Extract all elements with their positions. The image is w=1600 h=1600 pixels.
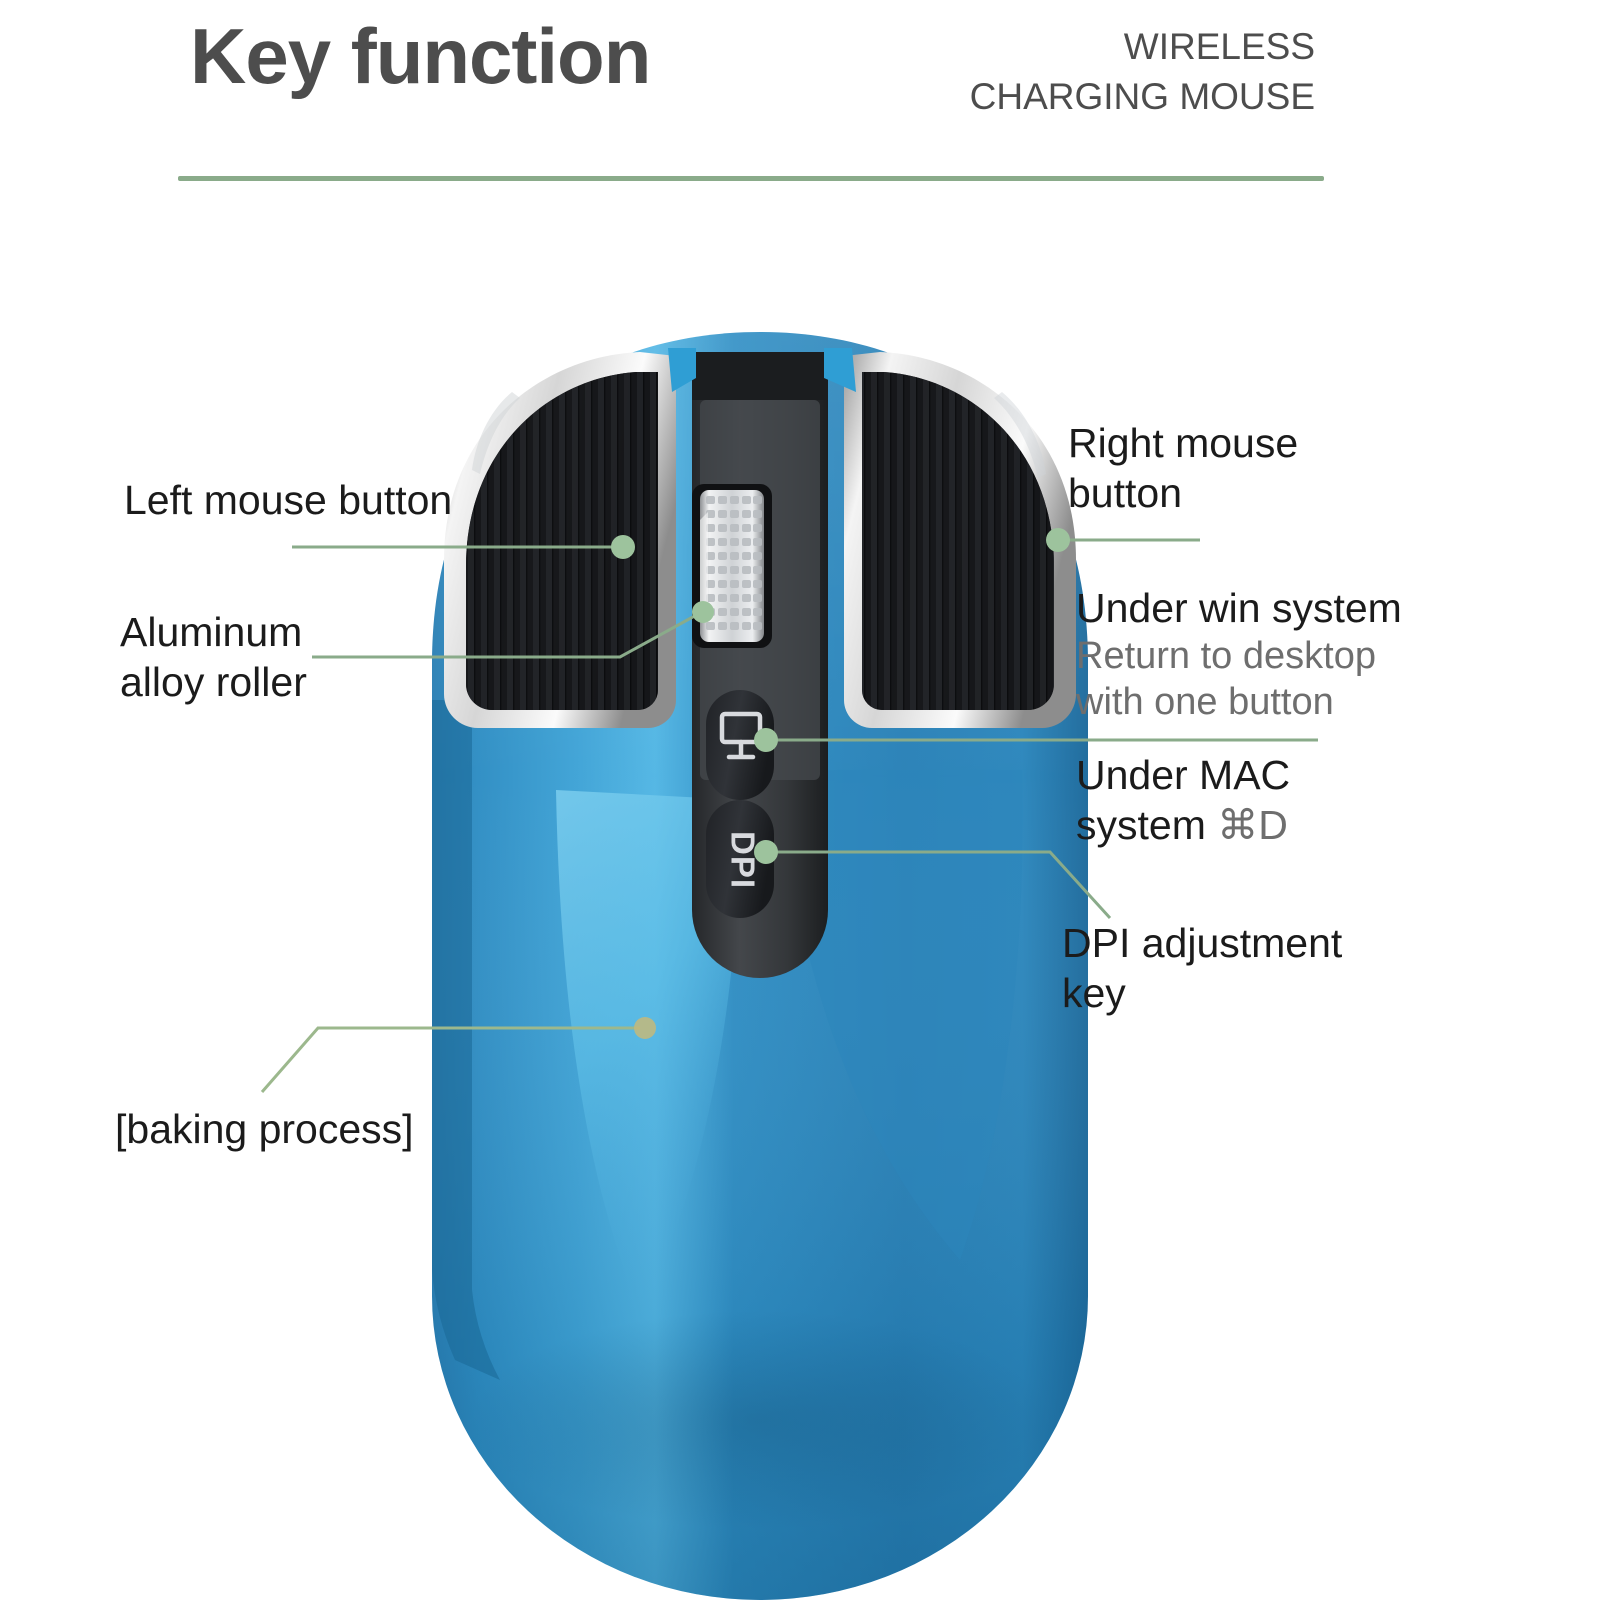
body-edge-left <box>432 700 500 1380</box>
callout-under-mac-system: Under MAC system ⌘D <box>1076 750 1290 850</box>
left-button-ribs <box>466 372 658 710</box>
center-strip-top <box>692 352 828 400</box>
callout-under-win-system-detail: Return to desktop with one button <box>1076 635 1376 724</box>
dpi-adjustment-button[interactable]: DPI <box>706 800 774 918</box>
gap-blue-left <box>668 348 696 392</box>
leader-lines <box>260 538 1318 1093</box>
callout-left-mouse-button: Left mouse button <box>124 477 453 523</box>
callout-aluminum-alloy-roller: Aluminum alloy roller <box>120 609 307 706</box>
command-key-shortcut: ⌘D <box>1217 802 1288 849</box>
body-bottom-glow <box>470 1310 1050 1530</box>
roller-texture <box>706 496 762 630</box>
dot-left-mouse-button <box>611 535 635 559</box>
leader-aluminum-roller <box>312 611 701 659</box>
dot-right-mouse-button <box>1046 528 1070 552</box>
desktop-return-button[interactable] <box>706 690 774 800</box>
right-mouse-button[interactable] <box>844 352 1076 728</box>
callout-under-win-system: Under win system <box>1076 585 1402 631</box>
dot-desktop-button <box>754 728 778 752</box>
dot-baking-process <box>634 1017 656 1039</box>
subtitle-line-2: CHARGING MOUSE <box>969 75 1315 117</box>
callout-under-mac-system-text: Under MAC system <box>1076 752 1291 849</box>
product-subtitle: WIRELESS CHARGING MOUSE <box>970 22 1315 122</box>
callout-right-mouse-button: Right mouse button <box>1068 420 1299 517</box>
dot-dpi-button <box>754 840 778 864</box>
left-mouse-button[interactable] <box>444 352 676 728</box>
header-divider <box>178 176 1324 181</box>
roller-specular <box>700 512 708 620</box>
dpi-button-text: DPI <box>724 831 761 889</box>
right-button-gloss <box>994 392 1046 478</box>
leader-baking-process <box>260 1026 640 1093</box>
monitor-icon <box>719 711 763 760</box>
left-button-gloss <box>472 392 520 474</box>
aluminum-alloy-roller[interactable] <box>692 484 772 648</box>
dpi-button-pill <box>706 800 774 918</box>
leader-dpi-key <box>768 850 1112 920</box>
page-title: Key function <box>190 12 651 100</box>
top-gap-blue <box>668 348 856 392</box>
leader-dots <box>611 528 1070 1039</box>
dot-aluminum-roller <box>692 601 714 623</box>
subtitle-line-1: WIRELESS <box>1123 26 1315 67</box>
right-button-ribs <box>862 372 1054 710</box>
body-shade-right <box>775 770 1023 1260</box>
callout-dpi-adjustment-key: DPI adjustment key <box>1062 920 1343 1017</box>
callout-baking-process: [baking process] <box>115 1106 414 1152</box>
gap-blue-right <box>824 348 856 392</box>
